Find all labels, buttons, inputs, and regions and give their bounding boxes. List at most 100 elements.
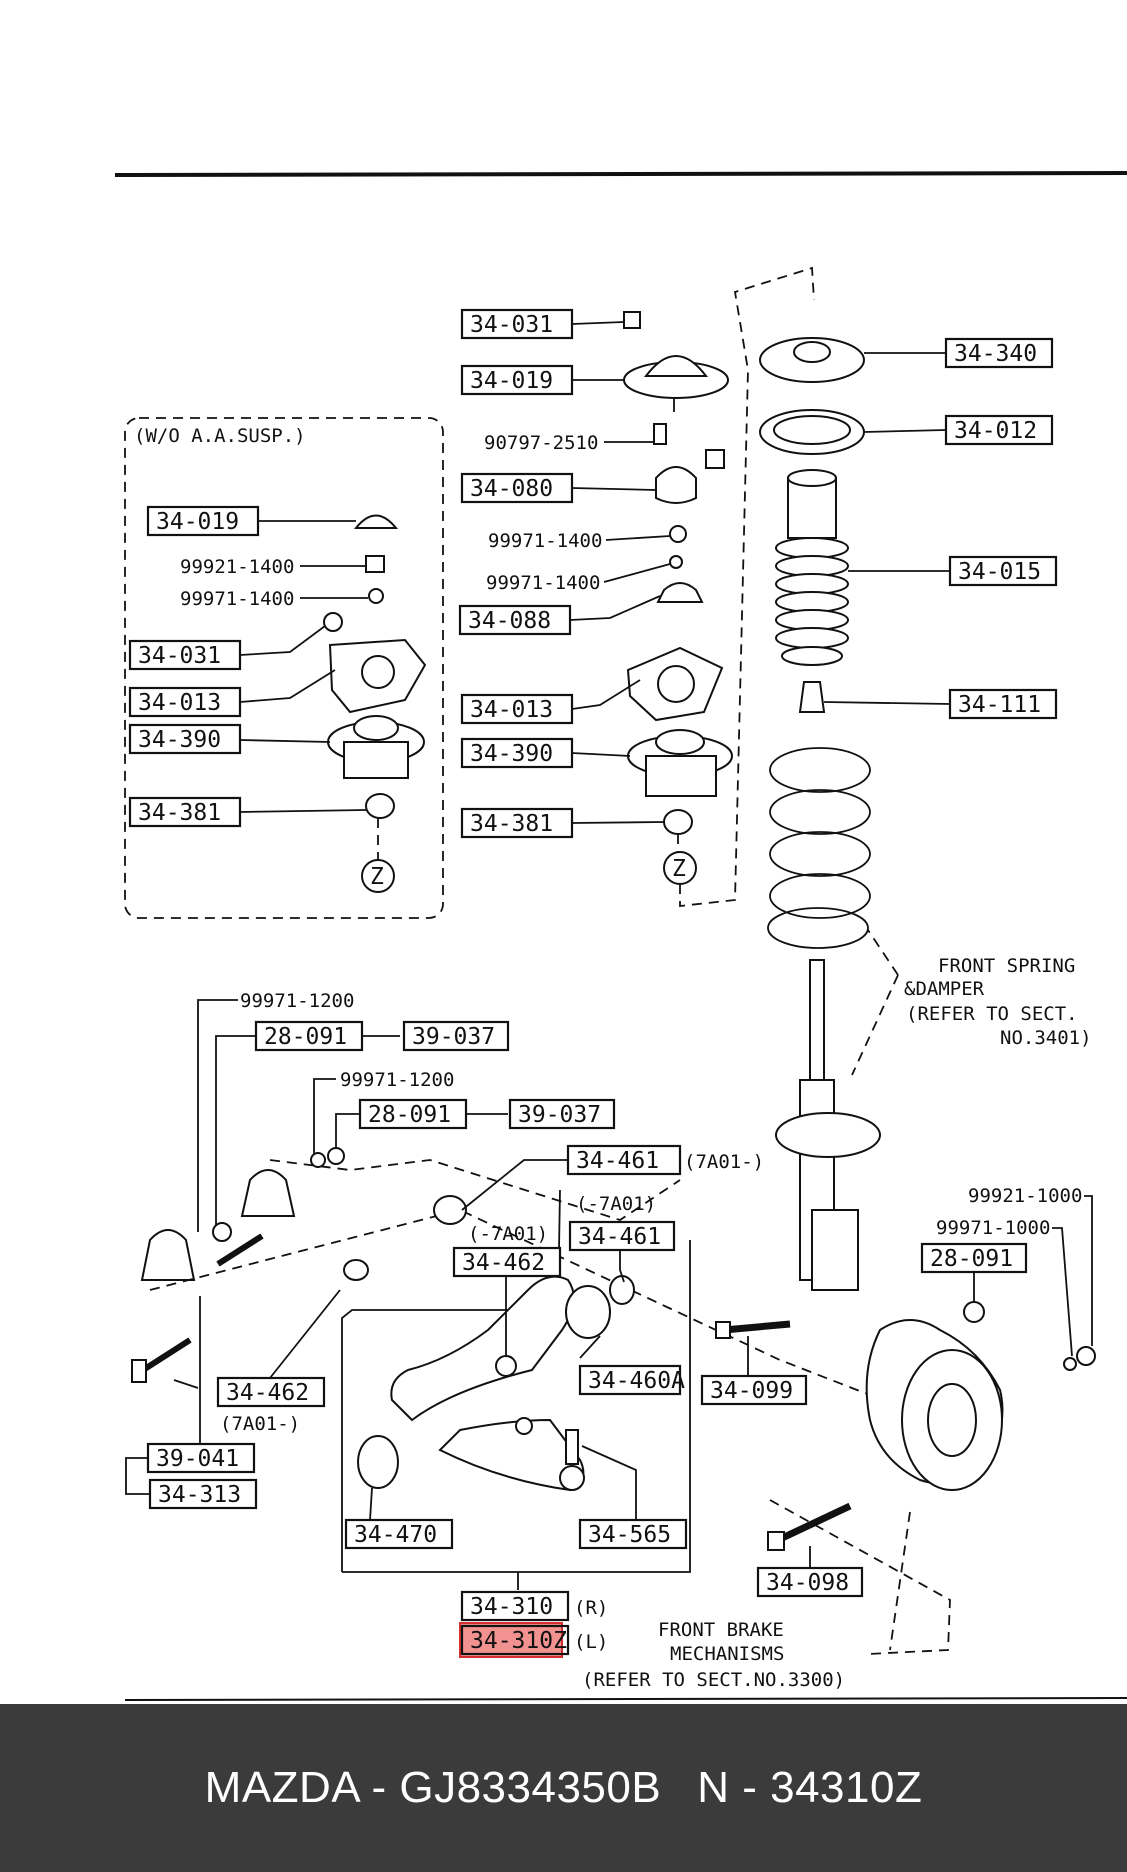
svg-text:34-013: 34-013 <box>138 690 221 716</box>
bracket-part <box>655 466 697 504</box>
svg-text:34-015: 34-015 <box>958 559 1041 585</box>
svg-text:34-019: 34-019 <box>470 368 553 394</box>
damper-rod-part <box>809 959 825 1081</box>
svg-text:(-7A01): (-7A01) <box>576 1193 656 1215</box>
mount-top <box>655 729 705 755</box>
bump-stop-part <box>798 681 826 713</box>
label-p24: 39-037 <box>402 1020 510 1052</box>
svg-text:39-037: 39-037 <box>518 1102 601 1128</box>
nut-part <box>327 1147 345 1165</box>
bolt-part <box>653 423 667 445</box>
parts-diagram: (W/O A.A.SUSP.) Z 34-019 99921-1400 9997… <box>114 171 1127 1701</box>
svg-text:FRONT BRAKE: FRONT BRAKE <box>658 1619 784 1641</box>
mount-body <box>645 755 717 797</box>
stabilizer-bracket-part <box>240 1169 296 1217</box>
label-p10: 34-381 <box>460 807 665 839</box>
svg-text:(-7A01): (-7A01) <box>468 1223 548 1245</box>
label-p11: 34-340 <box>864 337 1054 369</box>
ball-joint-stud <box>565 1429 579 1465</box>
label-p34: 34-460A <box>578 1335 685 1396</box>
label-p23: 28-091 <box>215 1020 400 1230</box>
damper-spring-seat <box>775 1112 881 1158</box>
washer-part <box>310 1152 326 1168</box>
label-p35: 34-462 (7A01-) <box>216 1289 341 1435</box>
dust-boot-bellows <box>775 537 849 666</box>
svg-text:99971-1200: 99971-1200 <box>240 990 354 1012</box>
svg-text:34-470: 34-470 <box>354 1522 437 1548</box>
z-marker-label: Z <box>672 856 686 882</box>
coil-spring-part <box>767 747 871 949</box>
washer-part <box>609 1275 635 1305</box>
mount-top <box>353 715 399 741</box>
svg-text:39-041: 39-041 <box>156 1446 239 1472</box>
svg-text:(R): (R) <box>574 1597 608 1619</box>
label-p33: 34-462 <box>452 1246 562 1356</box>
svg-text:(7A01-): (7A01-) <box>684 1151 764 1173</box>
plate-hole <box>657 665 695 703</box>
label-p15: 34-019 <box>146 505 356 537</box>
nut-part <box>623 311 641 329</box>
svg-text:34-313: 34-313 <box>158 1482 241 1508</box>
svg-text:34-098: 34-098 <box>766 1570 849 1596</box>
bottom-rule <box>124 1697 1127 1701</box>
svg-text:99971-1200: 99971-1200 <box>340 1069 454 1091</box>
nut-part <box>515 1417 533 1435</box>
label-p5: 99971-1400 <box>488 530 671 552</box>
label-p9: 34-390 <box>460 737 631 769</box>
svg-text:99971-1400: 99971-1400 <box>488 530 602 552</box>
label-p17: 99971-1400 <box>180 588 368 610</box>
svg-text:34-031: 34-031 <box>470 312 553 338</box>
svg-text:34-310Z: 34-310Z <box>470 1628 567 1654</box>
svg-text:(REFER TO SECT.NO.3300): (REFER TO SECT.NO.3300) <box>582 1669 845 1691</box>
label-p16: 99921-1400 <box>180 556 366 578</box>
svg-text:(REFER TO SECT.: (REFER TO SECT. <box>906 1003 1078 1025</box>
mount-cap-dome <box>643 355 709 377</box>
label-p7: 34-088 <box>458 595 661 636</box>
washer-part <box>495 1355 517 1377</box>
label-p12: 34-012 <box>863 414 1054 446</box>
label-p14: 34-111 <box>823 688 1058 720</box>
label-p39: 34-470 <box>344 1487 454 1550</box>
label-p4: 34-080 <box>460 472 657 504</box>
label-p1: 34-031 <box>460 308 625 340</box>
svg-text:99971-1000: 99971-1000 <box>936 1217 1050 1239</box>
brake-note: FRONT BRAKE MECHANISMS (REFER TO SECT.NO… <box>582 1619 845 1691</box>
group-outline <box>124 417 444 919</box>
bolt-part <box>723 1320 791 1334</box>
plate-hole <box>361 655 395 689</box>
label-p8: 34-013 <box>460 679 641 725</box>
label-p30: (-7A01) <box>576 1193 656 1215</box>
bushing-part <box>343 1259 369 1281</box>
label-p46: 34-310 (R) <box>460 1590 608 1622</box>
label-p27: 39-037 <box>508 1098 616 1130</box>
bump-stop-part <box>663 809 693 835</box>
bushing-part <box>357 1435 399 1489</box>
svg-text:99971-1400: 99971-1400 <box>180 588 294 610</box>
z-marker <box>361 859 395 893</box>
svg-text:34-390: 34-390 <box>138 727 221 753</box>
label-p45: 34-098 <box>756 1546 864 1598</box>
svg-text:34-381: 34-381 <box>138 800 221 826</box>
label-p48-highlighted[interactable]: 34-310Z (L) <box>459 1622 608 1658</box>
damper-bracket-part <box>811 1209 859 1291</box>
bolt-part <box>138 1337 192 1375</box>
svg-text:28-091: 28-091 <box>264 1024 347 1050</box>
bump-stop-part <box>365 793 395 819</box>
connector-part <box>705 449 725 469</box>
mount-body <box>343 741 409 779</box>
label-p44: 28-091 <box>920 1242 1028 1302</box>
svg-text:34-462: 34-462 <box>462 1250 545 1276</box>
label-p13: 34-015 <box>848 555 1058 587</box>
z-marker-label: Z <box>370 864 384 890</box>
label-p21: 34-381 <box>128 796 367 828</box>
label-p43: 99971-1000 <box>936 1217 1073 1357</box>
label-p19: 34-013 <box>128 669 336 718</box>
hub-center <box>927 1383 977 1457</box>
part-number-banner: MAZDA - GJ8334350B N - 34310Z <box>0 1704 1127 1872</box>
label-p31: (-7A01) <box>468 1223 548 1245</box>
svg-text:34-390: 34-390 <box>470 741 553 767</box>
washer-part <box>368 588 384 604</box>
svg-text:34-088: 34-088 <box>468 608 551 634</box>
washer-part <box>1063 1357 1077 1371</box>
svg-text:34-461: 34-461 <box>578 1224 661 1250</box>
